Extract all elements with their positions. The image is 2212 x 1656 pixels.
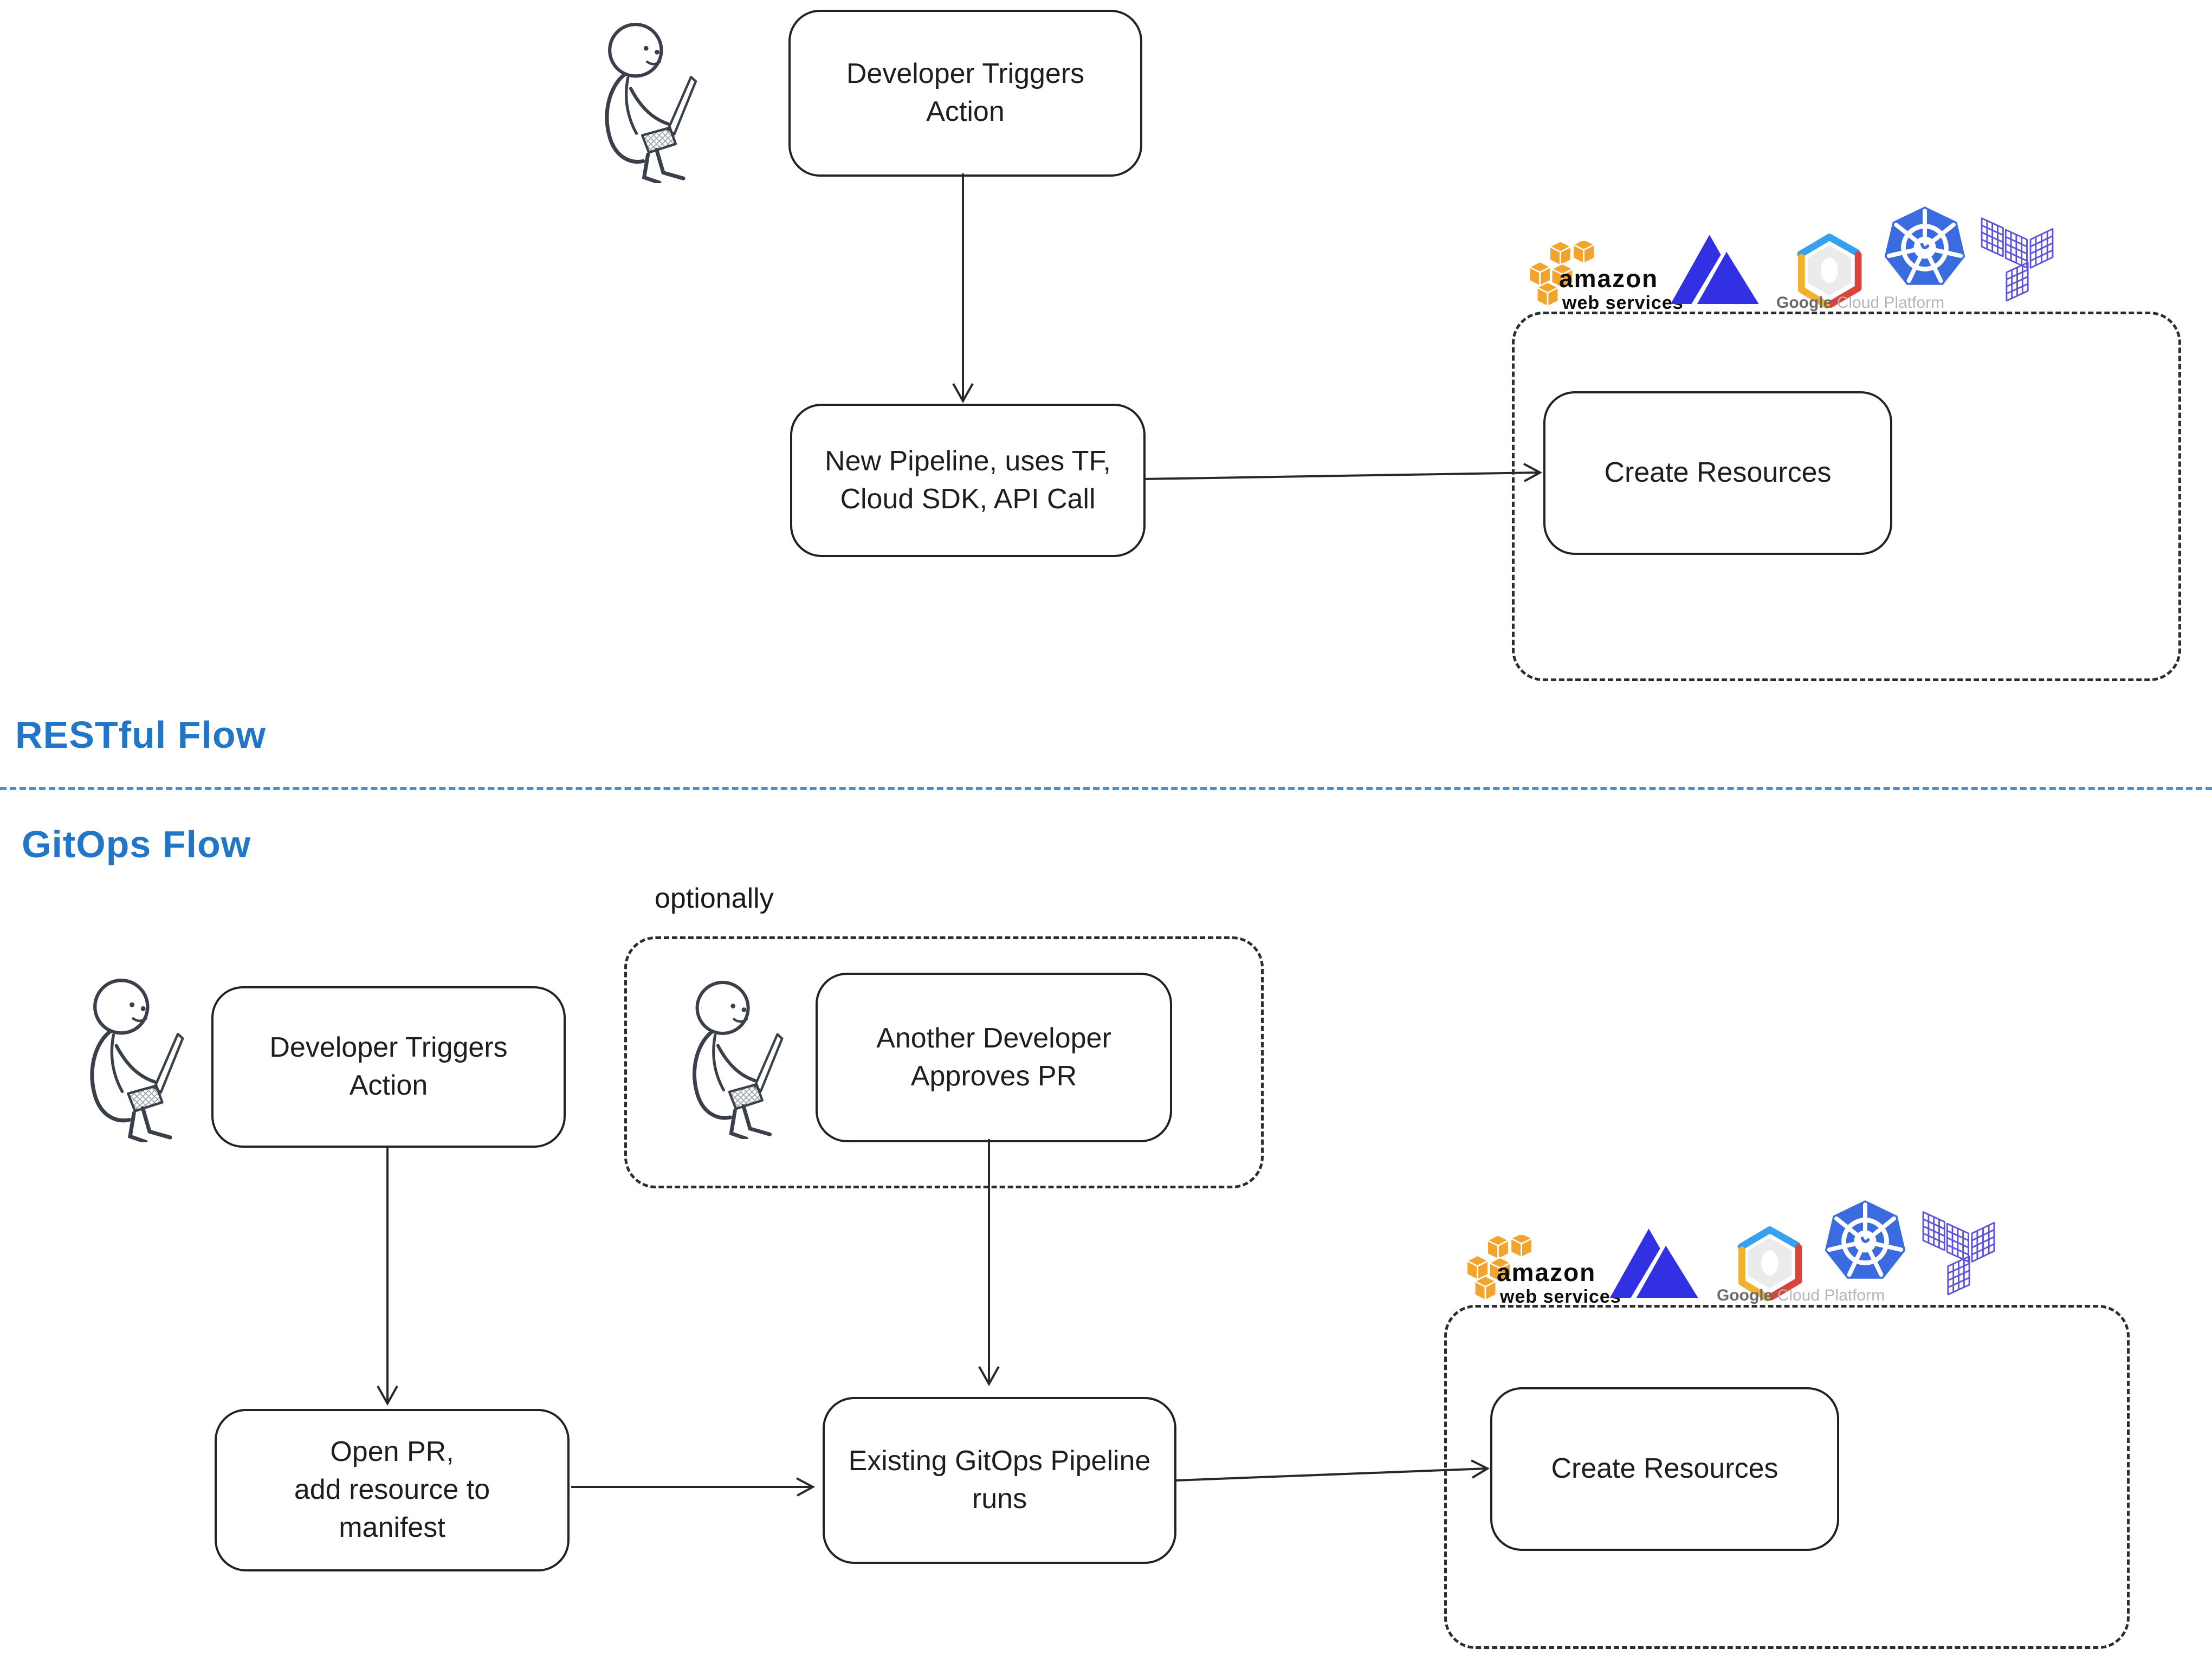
gcp-word-cloud-platform: Cloud Platform	[1777, 1286, 1885, 1304]
gcp-logo: Google Cloud Platform	[1702, 1226, 1940, 1321]
aws-logo-text: amazon web services	[1559, 266, 1684, 313]
cloud-providers-region-gitops	[1444, 1305, 2130, 1649]
gcp-logo-text: Google Cloud Platform	[1776, 294, 1944, 312]
arrow-gitops-pipeline-to-create-resources	[1175, 1459, 1490, 1482]
terraform-icon	[1921, 1204, 2001, 1302]
aws-logo-text: amazon web services	[1497, 1260, 1621, 1307]
kubernetes-icon	[1822, 1198, 1908, 1285]
arrow-approval-to-gitops-pipeline	[978, 1139, 1000, 1387]
restful-flow-heading: RESTful Flow	[15, 714, 267, 756]
gcp-word-google: Google	[1776, 294, 1833, 312]
node-create-resources-gitops: Create Resources	[1490, 1387, 1839, 1551]
arrow-open-pr-to-gitops-pipeline	[571, 1477, 816, 1497]
aws-word-web-services: web services	[1562, 293, 1684, 313]
node-label: Open PR, add resource to manifest	[294, 1436, 490, 1543]
flow-divider	[0, 787, 2212, 790]
node-developer-triggers-action: Developer Triggers Action	[788, 10, 1142, 177]
gcp-logo: Google Cloud Platform	[1761, 233, 2000, 328]
aws-word-web-services: web services	[1500, 1286, 1621, 1307]
node-label: Existing GitOps Pipeline runs	[848, 1445, 1151, 1515]
node-label: Developer Triggers Action	[269, 1032, 508, 1101]
optionally-label: optionally	[655, 883, 774, 914]
arrow-pipeline-to-create-resources	[1143, 463, 1543, 482]
aws-logo: amazon web services	[1463, 1235, 1691, 1316]
node-label: New Pipeline, uses TF, Cloud SDK, API Ca…	[825, 445, 1111, 515]
node-label: Create Resources	[1551, 1453, 1778, 1485]
aws-word-amazon: amazon	[1559, 264, 1659, 293]
node-new-pipeline: New Pipeline, uses TF, Cloud SDK, API Ca…	[790, 404, 1146, 557]
aws-logo: amazon web services	[1525, 241, 1753, 322]
node-developer-triggers-action-gitops: Developer Triggers Action	[211, 986, 566, 1148]
gcp-word-cloud-platform: Cloud Platform	[1836, 294, 1945, 312]
node-another-developer-approves-pr: Another Developer Approves PR	[816, 973, 1172, 1142]
optional-approval-region	[624, 936, 1264, 1188]
gcp-logo-text: Google Cloud Platform	[1717, 1286, 1885, 1305]
arrow-developer-to-open-pr	[377, 1147, 398, 1406]
azure-icon	[1604, 1226, 1706, 1302]
node-open-pr: Open PR, add resource to manifest	[215, 1409, 570, 1571]
node-label: Create Resources	[1604, 457, 1832, 489]
cloud-providers-region-restful	[1512, 312, 2181, 681]
developer-icon	[684, 979, 788, 1139]
aws-word-amazon: amazon	[1497, 1258, 1596, 1286]
node-label: Another Developer Approves PR	[876, 1022, 1111, 1092]
node-create-resources-restful: Create Resources	[1543, 391, 1892, 555]
developer-icon	[81, 976, 189, 1142]
node-existing-gitops-pipeline: Existing GitOps Pipeline runs	[823, 1397, 1176, 1564]
node-label: Developer Triggers Action	[846, 58, 1085, 127]
gcp-word-google: Google	[1717, 1286, 1773, 1304]
gitops-flow-heading: GitOps Flow	[22, 823, 251, 865]
arrow-developer-to-pipeline	[952, 173, 974, 404]
